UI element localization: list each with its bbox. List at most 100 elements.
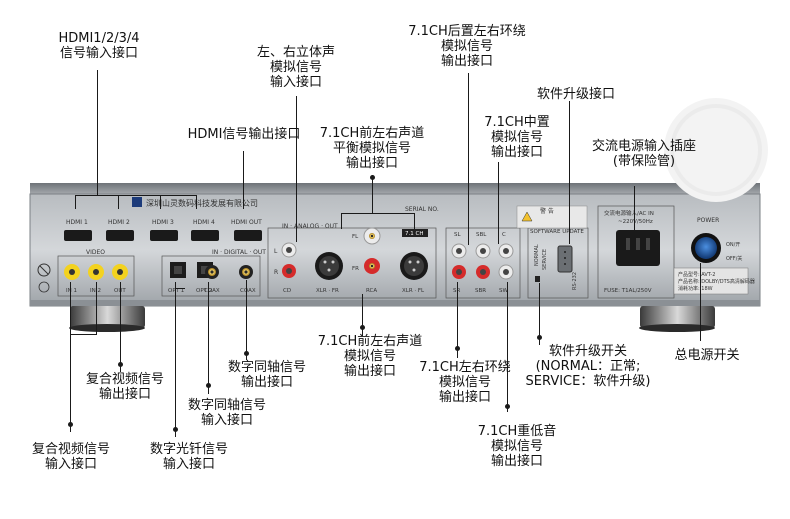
label-optical-in: 数字光钎信号 输入接口 xyxy=(134,442,244,472)
label-hdmi-in: HDMI1/2/3/4 信号输入接口 xyxy=(40,31,158,61)
panel-label-c: C xyxy=(502,232,506,238)
leader-side-surround xyxy=(457,282,458,358)
label-line: 输入接口 xyxy=(162,457,215,472)
label-coax-in: 数字同轴信号 输入接口 xyxy=(176,398,278,428)
label-hdmi-out: HDMI信号输出接口 xyxy=(164,127,324,142)
label-line: 软件升级开关 xyxy=(548,344,627,359)
panel-label-hdmi2: HDMI 2 xyxy=(108,219,130,226)
panel-label-opt2: OPT 2 xyxy=(196,288,212,294)
label-line: 7.1CH前左右声道 xyxy=(317,334,423,349)
panel-label-hdmi1: HDMI 1 xyxy=(66,219,88,226)
panel-label-analog: IN · ANALOG · OUT xyxy=(282,223,338,230)
leader-hdmi-in-bracket xyxy=(75,195,197,196)
label-stereo-out: 左、右立体声 模拟信号 输入接口 xyxy=(236,45,356,90)
panel-label-coax2: COAX xyxy=(240,288,256,294)
label-line: 输入接口 xyxy=(44,457,97,472)
panel-label-swupdate: SOFTWARE UPDATE xyxy=(530,229,584,235)
leader-front-rca xyxy=(362,294,363,336)
label-line: 左、右立体声 xyxy=(256,45,335,60)
panel-label-rs232: RS-232 xyxy=(572,272,578,290)
label-coax-out: 数字同轴信号 输出接口 xyxy=(216,360,318,390)
label-power-switch: 总电源开关 xyxy=(664,348,750,363)
panel-label-coax1: COAX xyxy=(204,288,220,294)
label-line: 模拟信号 xyxy=(269,60,322,75)
label-line: 7.1CH后置左右环绕 xyxy=(408,24,526,39)
chassis-top-edge xyxy=(30,183,760,195)
label-line: 软件升级接口 xyxy=(536,87,615,102)
panel-label-warning: 警 告 xyxy=(540,207,554,215)
panel-label-on: ON/开 xyxy=(726,242,740,248)
label-line: 输出接口 xyxy=(440,54,493,69)
label-line: 平衡模拟信号 xyxy=(332,141,411,156)
label-line: 数字同轴信号 xyxy=(227,360,306,375)
hdmi-port-group xyxy=(64,230,262,241)
panel-label-off: OFF/关 xyxy=(726,255,742,262)
panel-label-power: POWER xyxy=(697,217,719,224)
panel-label-hdmi3: HDMI 3 xyxy=(152,219,174,226)
label-line: 输出接口 xyxy=(490,145,543,160)
label-line: (带保险管) xyxy=(612,154,676,169)
label-composite-out: 复合视频信号 输出接口 xyxy=(74,372,176,402)
label-side-surround: 7.1CH左右环绕 模拟信号 输出接口 xyxy=(400,360,530,405)
label-line: 模拟信号 xyxy=(490,130,543,145)
leader-power-switch xyxy=(700,263,701,341)
panel-label-cd: CD xyxy=(283,288,291,294)
label-software-switch: 软件升级开关 (NORMAL：正常; SERVICE：软件升级) xyxy=(508,344,668,389)
label-composite-in: 复合视频信号 输入接口 xyxy=(16,442,126,472)
panel-label-sbr: SBR xyxy=(475,288,486,294)
label-line: 数字光钎信号 xyxy=(149,442,228,457)
leader-rear-surround xyxy=(468,73,469,245)
panel-label-ch71: 7.1 CH xyxy=(405,231,423,237)
label-line: 输出接口 xyxy=(490,454,543,469)
panel-label-service: SERVICE xyxy=(542,249,548,270)
panel-label-sr: SR xyxy=(453,288,460,294)
label-line: 输出接口 xyxy=(343,364,396,379)
label-line: HDMI信号输出接口 xyxy=(187,127,301,142)
panel-label-fuse: FUSE: T1AL/250V xyxy=(604,288,652,294)
panel-label-ac: 交流电源输入/AC IN xyxy=(604,209,654,217)
panel-label-sl: SL xyxy=(454,232,461,238)
left-foot xyxy=(70,306,145,328)
leader-subwoofer xyxy=(507,282,508,412)
label-line: 7.1CH重低音 xyxy=(477,424,557,439)
panel-label-hdmi4: HDMI 4 xyxy=(193,219,215,226)
label-software-port: 软件升级接口 xyxy=(521,87,631,102)
leader-software-switch xyxy=(539,283,540,345)
leader-front-balanced xyxy=(372,175,373,213)
label-line: 模拟信号 xyxy=(438,375,491,390)
label-line: (NORMAL：正常; xyxy=(535,359,641,374)
label-line: 7.1CH前左右声道 xyxy=(319,126,425,141)
panel-label-fl: FL xyxy=(352,234,359,240)
label-line: 模拟信号 xyxy=(343,349,396,364)
label-line: 总电源开关 xyxy=(674,348,740,363)
panel-label-fr: FR xyxy=(352,266,359,272)
leader-composite-out xyxy=(120,282,121,372)
leader-optical-in xyxy=(175,282,176,437)
panel-label-vin1: IN 1 xyxy=(66,288,77,294)
panel-label-L: L xyxy=(274,248,278,255)
panel-label-sbl: SBL xyxy=(476,232,487,238)
panel-label-digital: IN · DIGITAL · OUT xyxy=(212,249,266,256)
panel-label-brand: 深圳山灵数码科技发展有限公司 xyxy=(146,198,258,208)
leader-composite-in xyxy=(70,282,71,432)
panel-label-opt1: OPT 1 xyxy=(168,288,184,294)
right-foot xyxy=(640,306,715,328)
label-line: 模拟信号 xyxy=(490,439,543,454)
panel-label-R: R xyxy=(274,269,278,276)
label-line: SERVICE：软件升级) xyxy=(525,374,651,389)
label-center: 7.1CH中置 模拟信号 输出接口 xyxy=(462,115,572,160)
label-ac-socket: 交流电源输入插座 (带保险管) xyxy=(574,139,714,169)
panel-label-xlrfr: XLR · FR xyxy=(316,288,339,294)
panel-label-acv: ~220V/50Hz xyxy=(618,219,653,225)
label-line: 输入接口 xyxy=(200,413,253,428)
label-line: 信号输入接口 xyxy=(59,46,138,61)
panel-label-spec0: 产品型号: AVT-2 xyxy=(678,271,715,278)
leader-ac-socket xyxy=(634,186,635,230)
label-line: 输出接口 xyxy=(438,390,491,405)
chassis-bottom xyxy=(30,300,760,306)
label-line: 复合视频信号 xyxy=(85,372,164,387)
panel-label-hdmiout: HDMI OUT xyxy=(231,219,262,226)
label-subwoofer: 7.1CH重低音 模拟信号 输出接口 xyxy=(462,424,572,469)
leader-stereo xyxy=(296,96,297,242)
label-line: 输出接口 xyxy=(98,387,151,402)
